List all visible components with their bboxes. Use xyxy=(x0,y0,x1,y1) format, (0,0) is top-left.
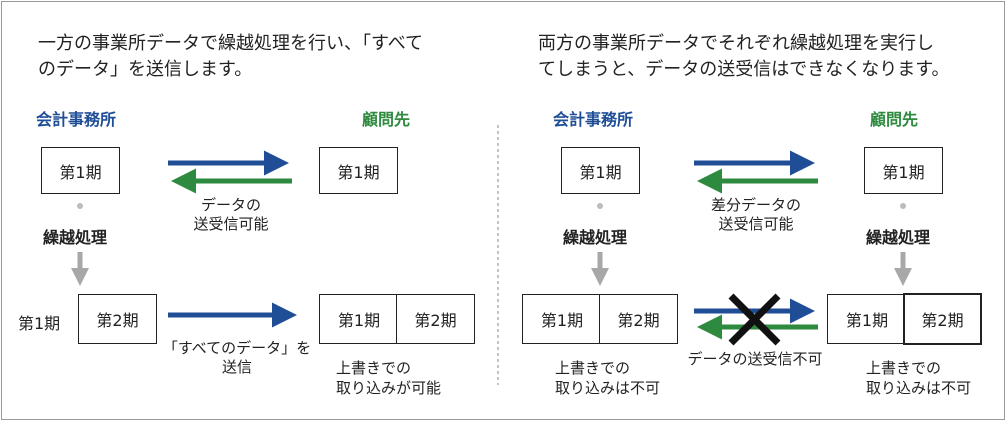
right-accounting-carryover-label: 繰越処理 xyxy=(563,228,628,247)
left-accounting-period1-label: 第1期 xyxy=(59,162,102,182)
left-side-period1-label: 第1期 xyxy=(18,314,61,333)
left-heading-line1: 一方の事業所データで繰越処理を行い、「すべて xyxy=(38,33,424,54)
left-arrow2-caption-line1: 「すべてのデータ」を xyxy=(162,339,312,357)
left-accounting-office-label: 会計事務所 xyxy=(36,110,117,129)
left-gray-arrowhead xyxy=(71,268,89,286)
right-accounting-period1-label: 第1期 xyxy=(579,162,622,182)
left-carryover-process-label: 繰越処理 xyxy=(43,228,108,247)
right-accounting-period2-box: 第2期 xyxy=(599,294,678,344)
cross-mark-b xyxy=(728,293,781,346)
right-accounting-period1-box-bottom: 第1期 xyxy=(522,294,601,344)
left-heading-line2: のデータ」を送信します。 xyxy=(38,59,253,80)
right-client-label: 顧問先 xyxy=(870,110,919,129)
right-client-period1-box-bottom: 第1期 xyxy=(827,294,906,344)
right-accounting-period2-label: 第2期 xyxy=(617,311,660,330)
right-client-period1-label: 第1期 xyxy=(882,162,925,182)
left-result-line2: 取り込みが可能 xyxy=(336,379,442,397)
left-dot-1 xyxy=(77,203,83,209)
right-client-period1-box: 第1期 xyxy=(864,147,943,194)
left-accounting-period1-box: 第1期 xyxy=(41,147,120,194)
right-client-period2-label: 第2期 xyxy=(921,311,964,330)
left-accounting-period2-label: 第2期 xyxy=(96,311,139,330)
right-right-gray-arrowhead xyxy=(894,268,912,286)
left-client-period2-box: 第2期 xyxy=(396,294,475,344)
right-right-result-line1: 上書きでの xyxy=(866,359,942,377)
left-client-period2-label: 第2期 xyxy=(414,311,457,330)
right-left-result-line2: 取り込みは不可 xyxy=(555,379,661,397)
left-result-line1: 上書きでの xyxy=(336,359,412,377)
left-arrow1-caption-line1: データの xyxy=(200,196,261,214)
right-client-carryover-label: 繰越処理 xyxy=(866,228,931,247)
right-client-period2-box: 第2期 xyxy=(903,293,982,345)
right-cross-caption: データの送受信不可 xyxy=(687,350,823,368)
left-arrow1-caption-line2: 送受信可能 xyxy=(193,215,269,233)
right-right-dot xyxy=(900,203,906,209)
right-accounting-period1-bottom-label: 第1期 xyxy=(540,311,584,330)
left-client-label: 顧問先 xyxy=(362,110,411,129)
left-client-period1-box-bottom: 第1期 xyxy=(319,294,398,344)
right-accounting-period1-box: 第1期 xyxy=(561,147,640,194)
right-left-result-line1: 上書きでの xyxy=(555,359,631,377)
left-client-period1-box: 第1期 xyxy=(319,147,398,194)
right-accounting-office-label: 会計事務所 xyxy=(553,110,634,129)
right-arrow1-caption-line2: 送受信可能 xyxy=(718,215,794,233)
right-heading-line1: 両方の事業所データでそれぞれ繰越処理を実行し xyxy=(538,33,934,54)
left-arrow2-caption-line2: 送信 xyxy=(221,358,252,376)
right-client-period1-bottom-label: 第1期 xyxy=(845,311,889,330)
right-left-gray-arrowhead xyxy=(591,268,609,286)
right-heading-line2: てしまうと、データの送受信はできなくなります。 xyxy=(538,59,950,80)
right-left-dot xyxy=(597,203,603,209)
right-right-result-line2: 取り込みは不可 xyxy=(866,379,972,397)
left-client-period1-bottom-label: 第1期 xyxy=(337,311,381,330)
left-client-period1-label: 第1期 xyxy=(337,162,380,182)
right-arrow1-caption-line1: 差分データの xyxy=(710,196,801,214)
left-accounting-period2-box: 第2期 xyxy=(78,294,157,344)
